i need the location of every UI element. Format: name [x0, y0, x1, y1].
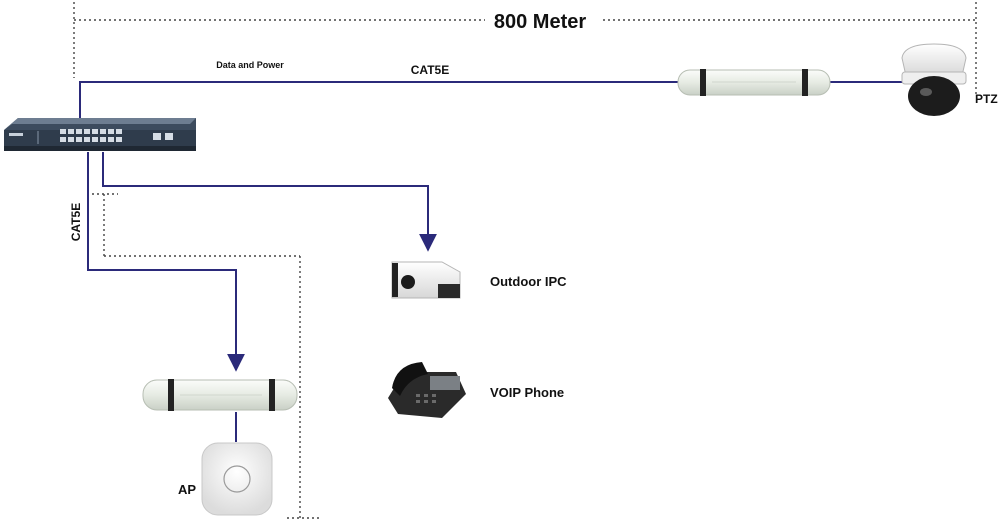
cat5e-left-label: CAT5E	[69, 203, 83, 241]
cables	[79, 81, 905, 442]
voip-phone	[388, 362, 466, 418]
poe-extender-ptz	[677, 69, 831, 96]
poe-switch	[4, 118, 196, 151]
distance-dimension	[73, 2, 977, 95]
dotted-ap-route	[92, 193, 320, 519]
outdoor-ipc-label: Outdoor IPC	[490, 274, 567, 289]
voip-phone-label: VOIP Phone	[490, 385, 564, 400]
distance-label: 800 Meter	[494, 11, 586, 33]
ap-label: AP	[178, 482, 196, 497]
cable-to-ptz	[79, 81, 678, 120]
cable-to-outdoor-ipc	[102, 152, 437, 252]
ptz-label: PTZ	[975, 92, 998, 106]
cat5e-top-label: CAT5E	[411, 63, 449, 77]
ptz-camera	[901, 43, 967, 116]
access-point	[201, 442, 273, 516]
poe-extender-ap	[142, 379, 298, 411]
outdoor-ipc-camera	[391, 261, 461, 299]
data-and-power-label: Data and Power	[216, 60, 284, 70]
cable-to-ap-extender	[87, 152, 245, 372]
